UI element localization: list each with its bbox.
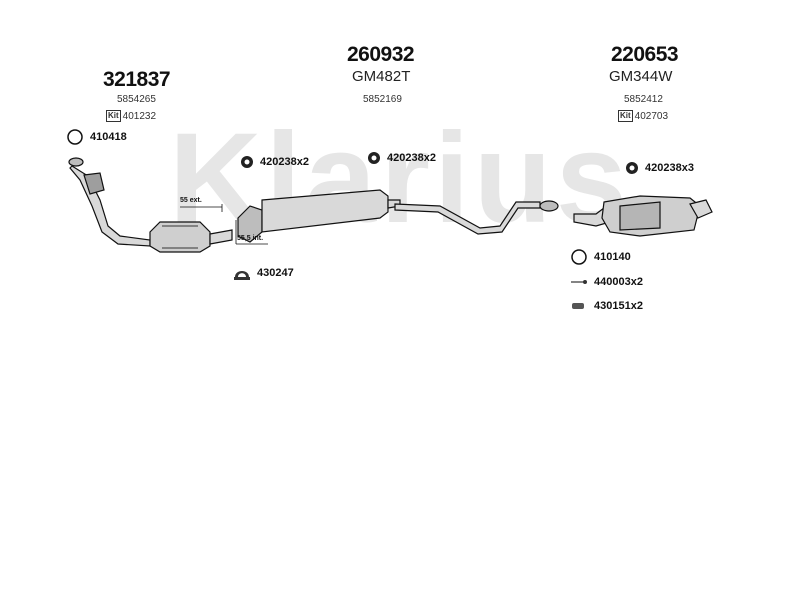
accessory-code: 420238x2 xyxy=(387,152,436,164)
accessory-code: 410140 xyxy=(594,251,631,263)
kit-number: 401232 xyxy=(122,110,157,122)
rubber-mount-icon xyxy=(572,303,584,309)
accessory-420238x2-b: 420238x2 xyxy=(367,151,436,165)
kit-number: 402703 xyxy=(634,110,669,122)
part-number: 260932 xyxy=(347,43,415,66)
part-number: 321837 xyxy=(103,68,171,91)
front-pipe-321837 xyxy=(68,157,233,253)
pipe-end-flange xyxy=(539,200,559,212)
accessory-410418: 410418 xyxy=(66,128,127,146)
section-260932: 260932 xyxy=(347,43,447,67)
section-220653: 220653 xyxy=(611,43,711,67)
accessory-420238x2-a: 420238x2 xyxy=(240,155,309,169)
accessory-430151x2: 430151x2 xyxy=(570,300,643,312)
part-number: 220653 xyxy=(611,43,679,66)
accessory-code: 420238x3 xyxy=(645,162,694,174)
kit-line: Kit 401232 xyxy=(106,110,156,122)
accessory-code: 440003x2 xyxy=(594,276,643,288)
clamp-icon xyxy=(626,162,638,174)
reference-number: 5852169 xyxy=(363,94,402,105)
reference-number: 5854265 xyxy=(117,94,156,105)
accessory-code: 410418 xyxy=(90,131,127,143)
accessory-420238x3: 420238x3 xyxy=(625,161,694,175)
dimension-lines xyxy=(180,204,268,245)
middle-muffler-260932 xyxy=(237,189,401,243)
accessory-code: 420238x2 xyxy=(260,156,309,168)
rear-muffler-220653 xyxy=(573,195,713,237)
ring-icon xyxy=(571,249,587,265)
kit-badge: Kit xyxy=(106,110,121,122)
section-321837: 321837 xyxy=(103,68,193,92)
bolt-icon xyxy=(571,280,587,284)
bracket-icon xyxy=(234,271,250,280)
accessory-410140: 410140 xyxy=(570,248,631,266)
oem-code: GM344W xyxy=(609,68,673,85)
oem-code: GM482T xyxy=(352,68,411,85)
clamp-icon xyxy=(368,152,380,164)
dimension-ext-label: 55 ext. xyxy=(180,197,202,204)
accessory-440003x2: 440003x2 xyxy=(570,276,643,288)
kit-badge: Kit xyxy=(618,110,633,122)
ring-icon xyxy=(67,129,83,145)
reference-number: 5852412 xyxy=(624,94,663,105)
clamp-icon xyxy=(241,156,253,168)
dimension-int-label: 55,5 int. xyxy=(237,235,264,242)
accessory-code: 430151x2 xyxy=(594,300,643,312)
accessory-430247: 430247 xyxy=(233,265,294,281)
kit-line: Kit 402703 xyxy=(618,110,668,122)
connecting-pipe xyxy=(394,201,541,235)
accessory-code: 430247 xyxy=(257,267,294,279)
